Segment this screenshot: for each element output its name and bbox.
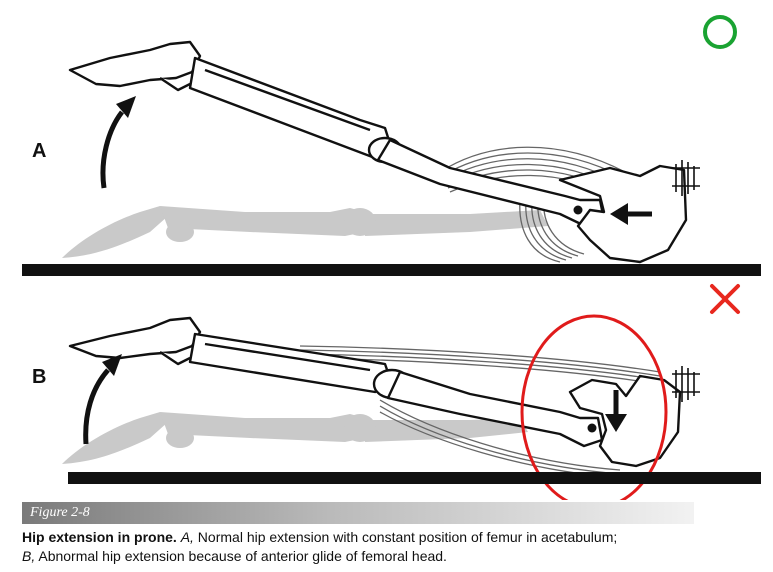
caption-b-marker: B, <box>22 548 36 564</box>
ghost-leg-a <box>62 206 548 258</box>
lifted-leg-b <box>68 316 682 468</box>
force-arrow-a <box>610 203 652 225</box>
panel-a-illustration <box>22 40 761 276</box>
cross-incorrect-icon <box>710 284 740 314</box>
spine-a <box>672 160 700 196</box>
ghost-leg-b <box>62 412 528 464</box>
caption-title: Hip extension in prone. <box>22 529 177 545</box>
caption-b-text: Abnormal hip extension because of anteri… <box>35 548 447 564</box>
lift-arrow-b <box>83 354 122 445</box>
glide-arrow-b <box>605 390 627 432</box>
lift-arrow-a <box>100 96 136 189</box>
spine-b <box>672 366 700 402</box>
caption-a-text: Normal hip extension with constant posit… <box>193 529 618 545</box>
figure-caption: Hip extension in prone. A, Normal hip ex… <box>22 528 762 566</box>
panel-label-b: B <box>32 366 47 388</box>
panel-b-illustration <box>62 314 761 500</box>
hip-extension-illustration <box>22 15 761 500</box>
circle-correct-icon <box>703 15 737 49</box>
floor-b <box>68 472 761 484</box>
figure-number: Figure 2-8 <box>30 505 90 520</box>
panel-label-a: A <box>32 140 47 162</box>
floor-a <box>22 264 761 276</box>
caption-a-marker: A, <box>180 529 194 545</box>
highlight-ellipse <box>520 314 668 500</box>
figure-number-bar: Figure 2-8 <box>22 502 694 524</box>
